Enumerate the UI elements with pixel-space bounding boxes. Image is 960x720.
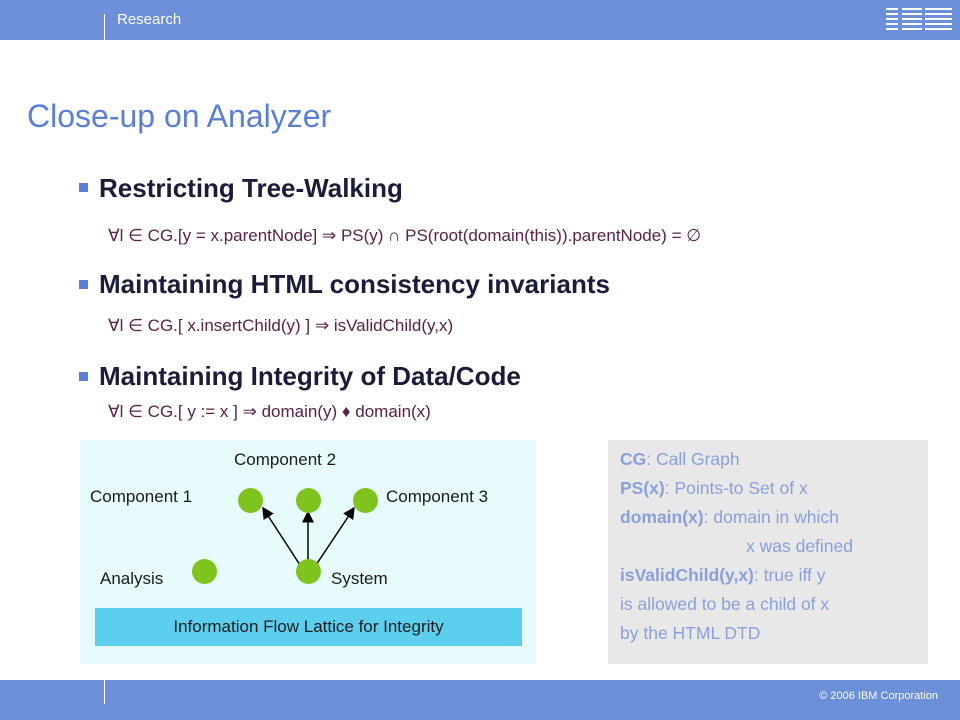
analysis-label: Analysis: [100, 569, 164, 588]
bullet-heading-1: Restricting Tree-Walking: [99, 173, 403, 203]
legend-def: x was defined: [746, 536, 854, 556]
legend-def: : Call Graph: [646, 449, 740, 469]
bullet-heading-2: Maintaining HTML consistency invariants: [99, 269, 610, 299]
legend-line-6: is allowed to be a child of x: [620, 594, 829, 615]
analysis-node: [192, 559, 217, 584]
legend-def: by the HTML DTD: [620, 623, 761, 643]
formula-2: ∀l ∈ CG.[ x.insertChild(y) ] ⇒ isValidCh…: [108, 316, 454, 335]
legend-term: isValidChild(y,x): [620, 565, 754, 585]
component-1-node: [238, 488, 263, 513]
component-2-node: [296, 488, 321, 513]
lattice-caption: Information Flow Lattice for Integrity: [95, 608, 522, 646]
legend-def: : Points-to Set of x: [664, 478, 808, 498]
header-bar: Research: [0, 0, 960, 42]
component-3-node: [353, 488, 378, 513]
component-3-label: Component 3: [386, 487, 489, 506]
bullet-heading-3: Maintaining Integrity of Data/Code: [99, 361, 521, 391]
legend-line-4: x was defined: [746, 536, 853, 557]
footer-bar: © 2006 IBM Corporation: [0, 680, 960, 720]
arrow-to-component-3: [313, 506, 355, 569]
legend-line-1: CG: Call Graph: [620, 449, 740, 470]
legend-line-5: isValidChild(y,x): true iff y: [620, 565, 826, 586]
legend-line-7: by the HTML DTD: [620, 623, 760, 644]
legend-def: : true iff y: [753, 565, 826, 585]
arrow-to-component-1: [262, 506, 303, 569]
ibm-logo: [886, 6, 952, 34]
legend-term: PS(x): [620, 478, 665, 498]
legend-def: is allowed to be a child of x: [620, 594, 830, 614]
component-1-label: Component 1: [90, 487, 193, 506]
legend-box: CG: Call Graph PS(x): Points-to Set of x…: [608, 440, 928, 664]
legend-term: domain(x): [620, 507, 704, 527]
legend-def: : domain in which: [703, 507, 839, 527]
legend-term: CG: [620, 449, 647, 469]
bullet-marker-2: [79, 280, 88, 289]
legend-line-3: domain(x): domain in which: [620, 507, 839, 528]
formula-3: ∀l ∈ CG.[ y := x ] ⇒ domain(y) ♦ domain(…: [108, 402, 431, 421]
system-node: [296, 559, 321, 584]
formula-1: ∀l ∈ CG.[y = x.parentNode] ⇒ PS(y) ∩ PS(…: [108, 226, 702, 245]
lattice-diagram: Component 2 Component 1 Component 3 Anal…: [80, 440, 536, 664]
lattice-arrows: [262, 506, 355, 569]
bullet-marker-1: [79, 183, 88, 192]
research-label: Research: [117, 11, 182, 28]
bullet-marker-3: [79, 372, 88, 381]
copyright-text: © 2006 IBM Corporation: [819, 690, 938, 702]
system-label: System: [331, 569, 388, 588]
legend-line-2: PS(x): Points-to Set of x: [620, 478, 808, 499]
component-2-label: Component 2: [234, 450, 337, 469]
page-title: Close-up on Analyzer: [27, 98, 332, 134]
header-divider: [104, 14, 105, 42]
footer-divider: [104, 680, 105, 704]
